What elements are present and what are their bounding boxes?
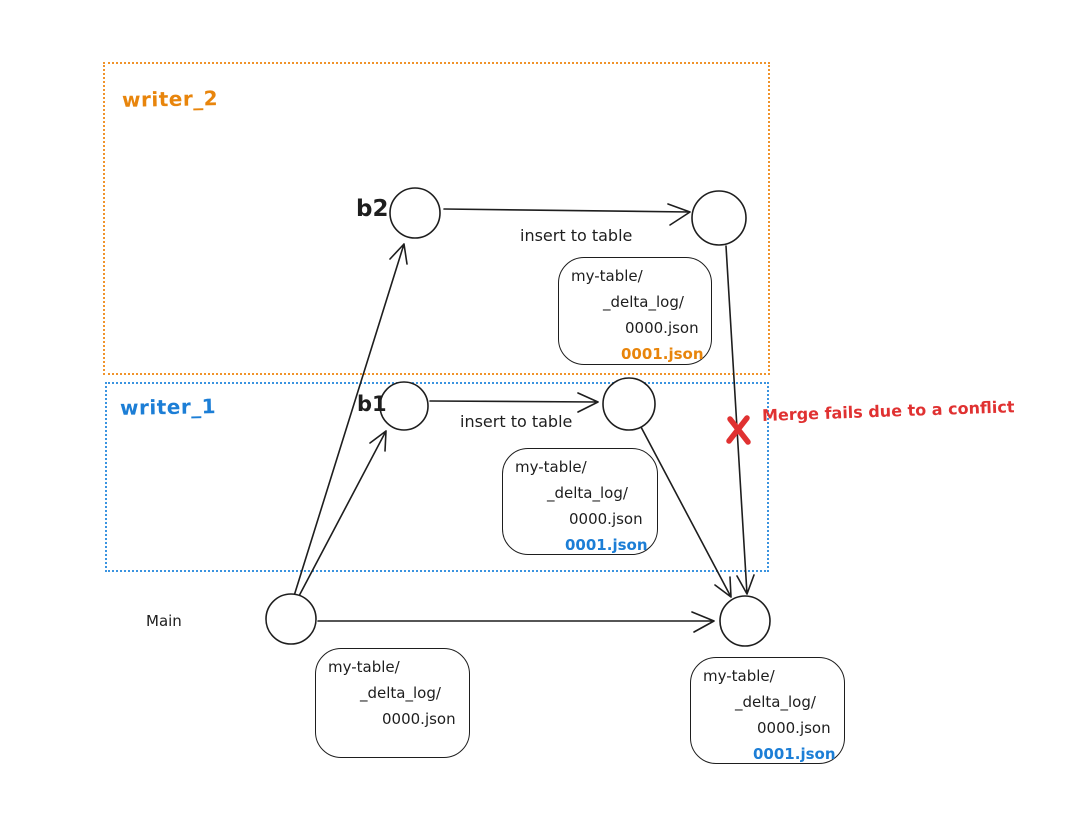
file-line: _delta_log/ [547, 484, 628, 502]
node-b1-commit [602, 377, 656, 431]
file-line: 0000.json [625, 319, 699, 337]
arrow-main-timeline [317, 611, 715, 633]
arrow-b2-insert [443, 203, 691, 226]
branch-b1-label: b1 [357, 392, 387, 416]
conflict-x-icon [726, 415, 751, 445]
main-branch-label: Main [146, 612, 182, 630]
file-line: my-table/ [571, 267, 643, 285]
main-delta-log-box: my-table/ _delta_log/ 0000.json [315, 648, 470, 758]
arrow-main-to-b2 [293, 243, 408, 597]
file-line: my-table/ [703, 667, 775, 685]
writer-1-region [105, 382, 769, 572]
merged-delta-log-box: my-table/ _delta_log/ 0000.json 0001.jso… [690, 657, 845, 764]
file-line: my-table/ [515, 458, 587, 476]
new-file-line: 0001.json [621, 345, 704, 363]
writer-2-label: writer_2 [121, 86, 219, 112]
new-file-line: 0001.json [753, 745, 836, 763]
writer-2-region [103, 62, 770, 375]
node-b2-start [389, 187, 441, 239]
b2-delta-log-box: my-table/ _delta_log/ 0000.json 0001.jso… [558, 257, 712, 365]
file-line: _delta_log/ [603, 293, 684, 311]
arrow-b1-insert [429, 392, 599, 413]
node-b1-start [379, 381, 429, 431]
file-line: 0000.json [382, 710, 456, 728]
node-main-merged [719, 595, 771, 647]
file-line: 0000.json [757, 719, 831, 737]
branch-b2-label: b2 [356, 196, 389, 222]
file-line: 0000.json [569, 510, 643, 528]
node-main-start [265, 593, 317, 645]
b1-insert-action-label: insert to table [460, 412, 573, 431]
arrow-b1-merge [640, 426, 732, 598]
b2-insert-action-label: insert to table [520, 226, 633, 245]
file-line: my-table/ [328, 658, 400, 676]
new-file-line: 0001.json [565, 536, 648, 554]
file-line: _delta_log/ [360, 684, 441, 702]
arrow-main-to-b1 [298, 430, 387, 597]
arrow-b2-merge [725, 245, 755, 595]
writer-1-label: writer_1 [119, 394, 217, 420]
file-line: _delta_log/ [735, 693, 816, 711]
b1-delta-log-box: my-table/ _delta_log/ 0000.json 0001.jso… [502, 448, 658, 555]
node-b2-commit [691, 190, 747, 246]
